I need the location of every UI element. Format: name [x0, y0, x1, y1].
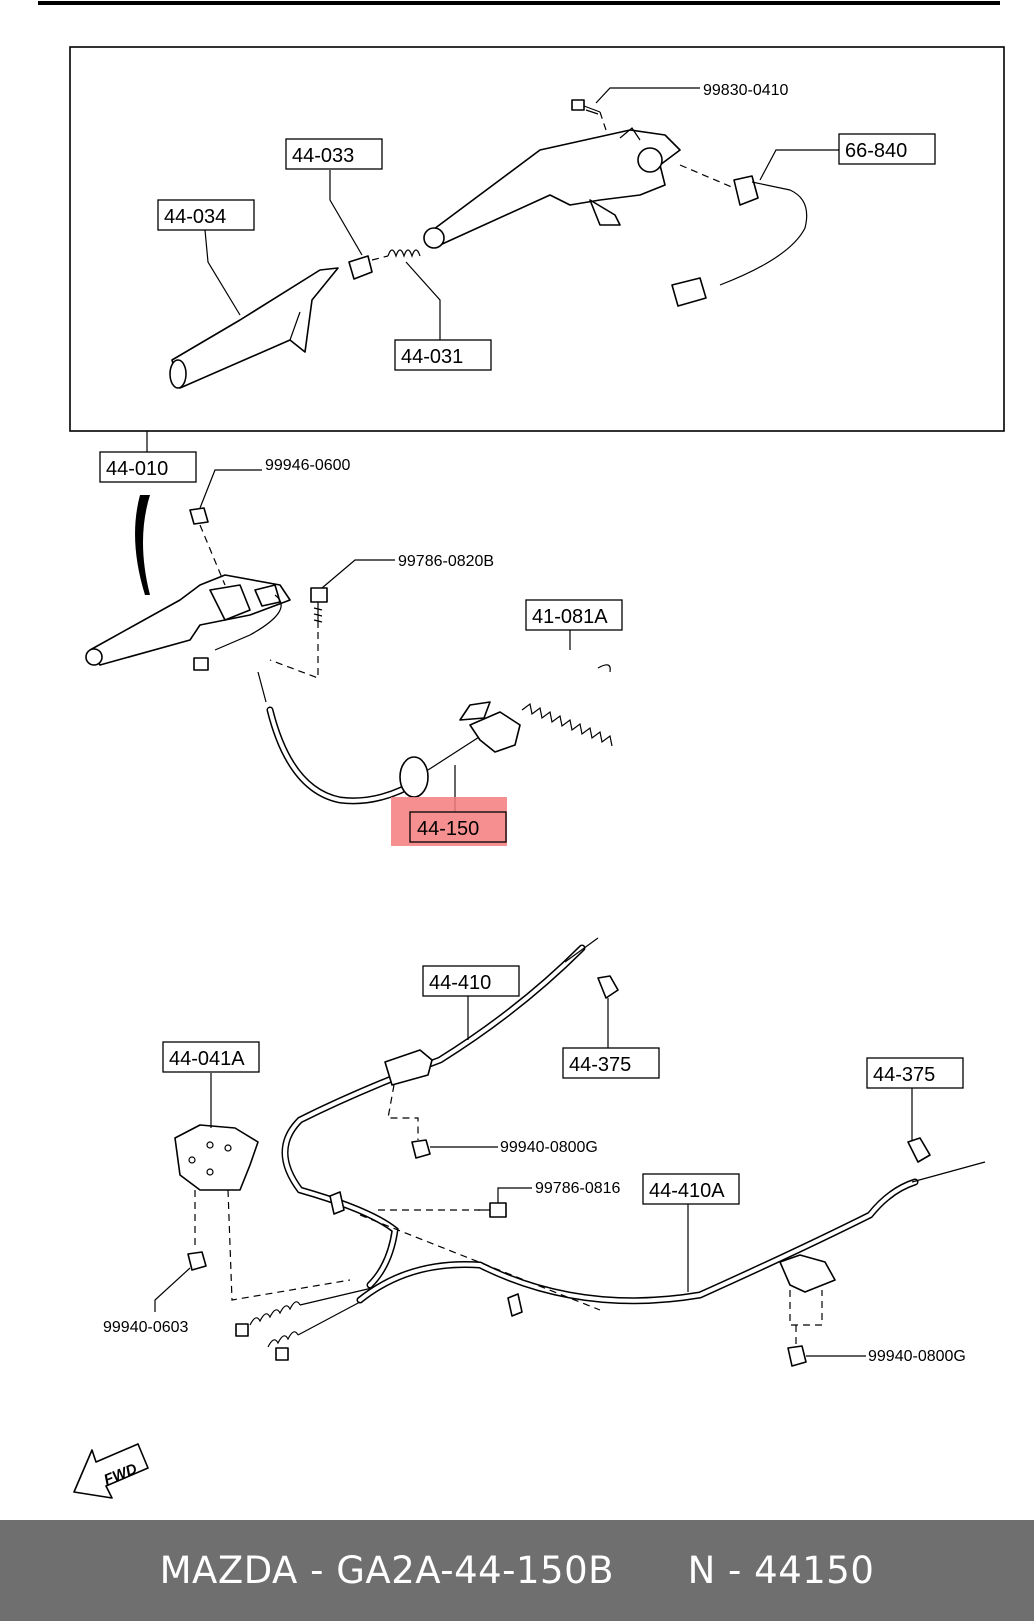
- label-66-840: 66-840: [845, 140, 907, 162]
- label-44-031: 44-031: [401, 346, 463, 368]
- bolt-99786-0816: [478, 1202, 507, 1218]
- nut-99940-0800G-upper: [411, 1139, 431, 1159]
- spring-44-031: [387, 249, 421, 258]
- parking-brake-diagram: 99830-0410 44-033 66-840 44-034 44-031 4…: [38, 1, 1005, 1499]
- leader-44-031: [405, 261, 441, 340]
- lever-grip-44-034: [169, 267, 339, 389]
- label-99830-0410: 99830-0410: [703, 82, 789, 99]
- label-44-375-lower: 44-375: [873, 1064, 935, 1086]
- button-44-033: [348, 255, 373, 280]
- label-44-150: 44-150: [417, 818, 479, 840]
- footer-spacer: [614, 1549, 688, 1592]
- label-99940-0800G-lower: 99940-0800G: [868, 1348, 966, 1365]
- rear-cable-44-410: [235, 937, 599, 1337]
- label-99940-0603: 99940-0603: [103, 1319, 189, 1336]
- label-44-410: 44-410: [429, 972, 491, 994]
- label-99946-0600: 99946-0600: [265, 457, 351, 474]
- bolt-99786-0820B: [310, 587, 328, 628]
- label-44-010: 44-010: [106, 458, 168, 480]
- label-99940-0800G-upper: 99940-0800G: [500, 1139, 598, 1156]
- fwd-arrow-icon: FWD: [73, 1443, 149, 1499]
- leader-99786-0816: [497, 1187, 532, 1203]
- leader-99946-0600: [199, 469, 262, 509]
- nut-99940-0603: [187, 1251, 207, 1271]
- label-44-033: 44-033: [292, 145, 354, 167]
- leader-44-033: [329, 170, 363, 256]
- parking-lever-arm: [423, 127, 681, 249]
- assembly-arrow: [135, 495, 150, 595]
- clip-44-375-upper: [597, 975, 619, 999]
- bolt-99830-0410: [571, 99, 601, 115]
- label-44-410A: 44-410A: [649, 1180, 725, 1202]
- nut-99946-0600: [189, 507, 209, 525]
- exploded-view-frame: [69, 46, 1005, 432]
- label-44-041A: 44-041A: [169, 1048, 245, 1070]
- label-44-375-upper: 44-375: [569, 1054, 631, 1076]
- nut-99940-0800G-lower: [787, 1345, 807, 1367]
- front-cable-44-150: [257, 671, 521, 805]
- label-41-081A: 41-081A: [532, 606, 608, 628]
- label-99786-0820B: 99786-0820B: [398, 553, 494, 570]
- label-44-034: 44-034: [164, 206, 226, 228]
- footer-part-number: MAZDA - GA2A-44-150B: [159, 1549, 615, 1592]
- footer-oem-number: N - 44150: [687, 1549, 875, 1592]
- clip-44-375-lower: [907, 1137, 931, 1163]
- leader-99830-0410: [595, 87, 700, 104]
- leader-44-034: [204, 229, 241, 316]
- leader-99940-0603: [154, 1267, 191, 1312]
- bracket-44-041A: [174, 1124, 259, 1191]
- rear-cable-44-410A: [267, 1161, 986, 1361]
- switch-66-840: [671, 175, 808, 307]
- parking-lever-assembly: [85, 574, 291, 671]
- footer-bar: MAZDA - GA2A-44-150B N - 44150: [0, 1520, 1034, 1621]
- label-99786-0816: 99786-0816: [535, 1180, 621, 1197]
- leader-66-840: [759, 149, 840, 181]
- spring-41-081A: [521, 664, 613, 747]
- leader-99786-0820B: [321, 559, 395, 589]
